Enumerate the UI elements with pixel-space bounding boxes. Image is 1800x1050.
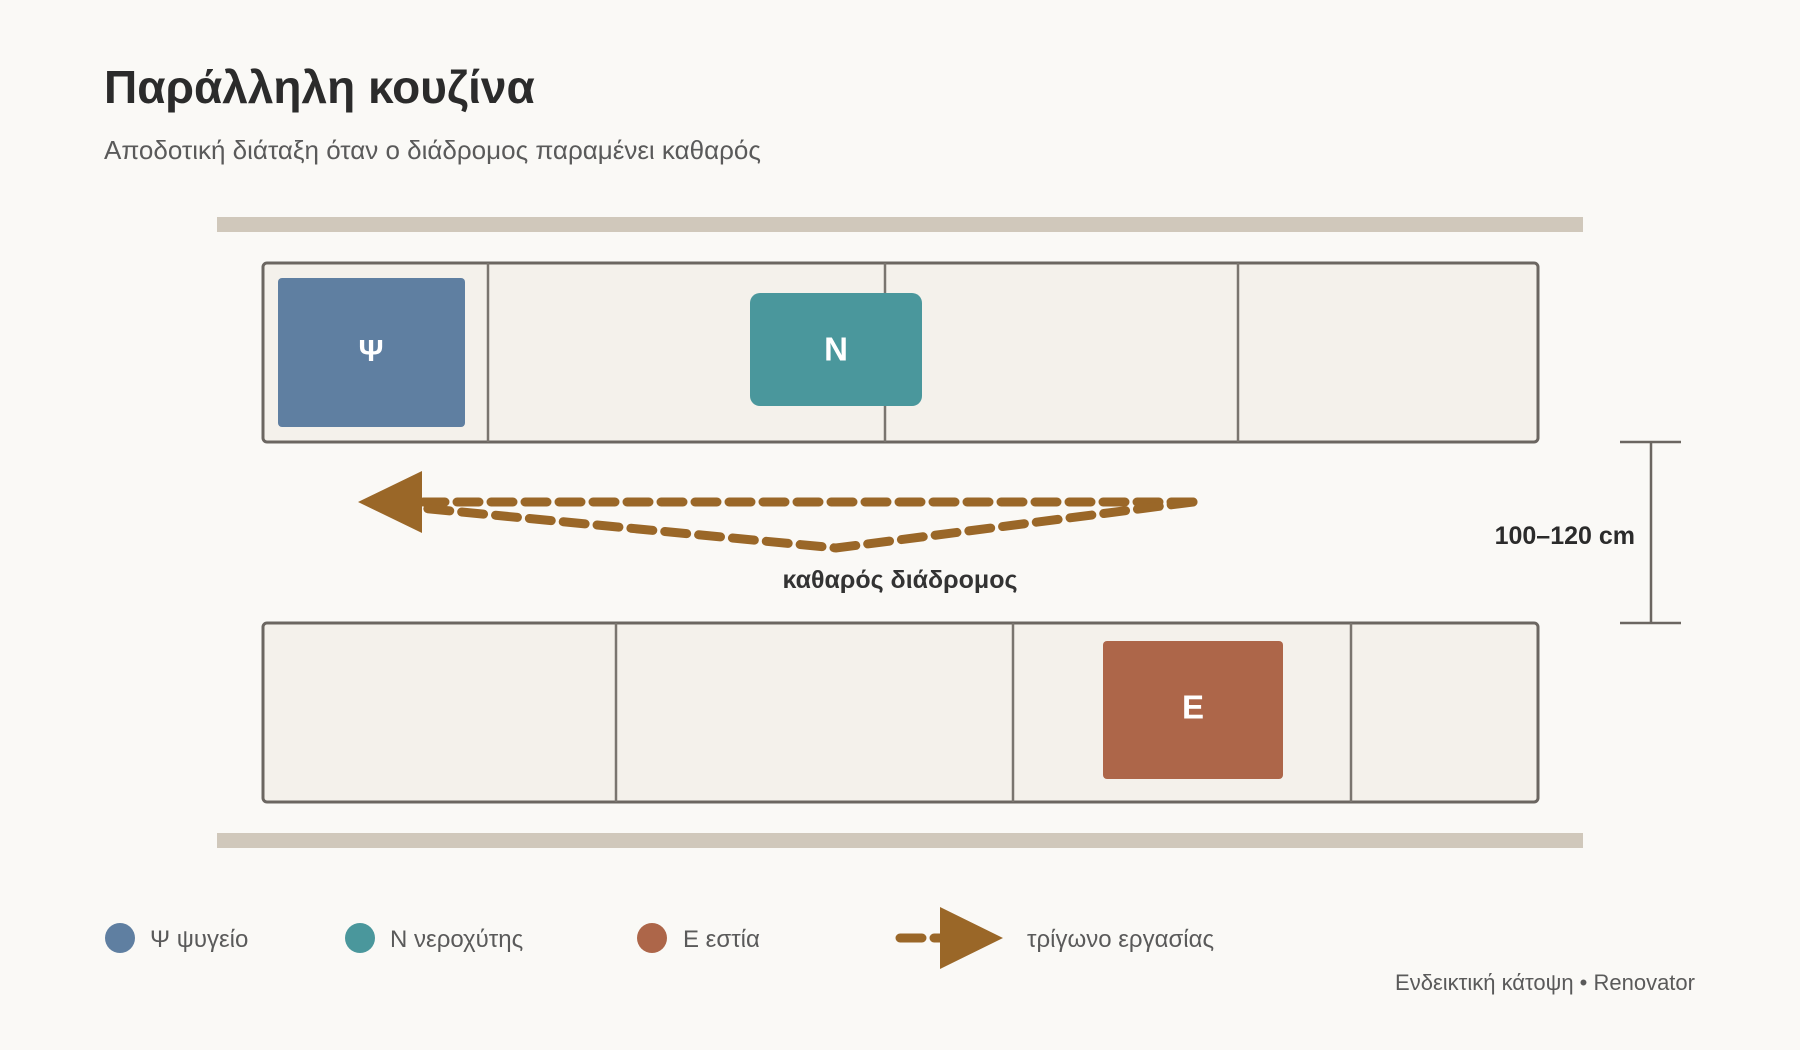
legend-sink-swatch	[345, 923, 375, 953]
corridor-dimension	[1620, 440, 1681, 625]
legend-fridge-label: Ψ ψυγείο	[150, 926, 248, 953]
sink-block: Ν	[750, 293, 922, 406]
page-title: Παράλληλη κουζίνα	[104, 61, 535, 113]
fridge-letter: Ψ	[358, 333, 383, 368]
corridor-label: καθαρός διάδρομος	[783, 566, 1018, 594]
legend-triangle-arrow	[940, 907, 1003, 969]
bottom-wall	[217, 833, 1583, 848]
legend-stove-swatch	[637, 923, 667, 953]
fridge-block: Ψ	[278, 278, 465, 427]
sink-box	[750, 293, 922, 406]
footer-note: Ενδεικτική κάτοψη • Renovator	[1395, 970, 1695, 995]
legend: Ψ ψυγείο Ν νεροχύτης Ε εστία τρίγωνο εργ…	[105, 907, 1214, 969]
dimension-label: 100–120 cm	[1495, 522, 1635, 550]
fridge-box	[278, 278, 465, 427]
legend-triangle-label: τρίγωνο εργασίας	[1027, 926, 1214, 953]
path-arrowhead	[358, 471, 422, 533]
bottom-counter	[261, 621, 1540, 804]
page-subtitle: Αποδοτική διάταξη όταν ο διάδρομος παραμ…	[104, 135, 761, 165]
top-wall	[217, 217, 1583, 232]
stove-letter: Ε	[1182, 689, 1204, 726]
sink-letter: Ν	[824, 331, 848, 368]
work-triangle-path	[358, 471, 1198, 553]
stove-block: Ε	[1103, 641, 1283, 779]
legend-fridge-swatch	[105, 923, 135, 953]
stove-box	[1103, 641, 1283, 779]
legend-sink-label: Ν νεροχύτης	[390, 926, 523, 953]
legend-stove-label: Ε εστία	[683, 926, 760, 953]
path-dash-line	[415, 497, 1198, 553]
